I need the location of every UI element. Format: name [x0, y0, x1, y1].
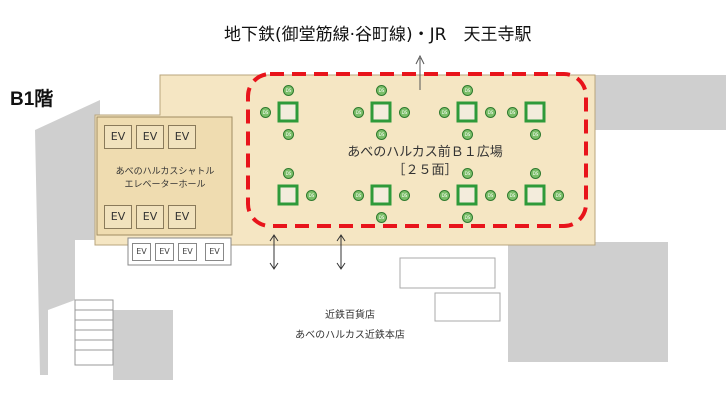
- digital-signage-marker: DS: [462, 85, 473, 96]
- digital-signage-marker: DS: [485, 190, 496, 201]
- digital-signage-marker: DS: [485, 107, 496, 118]
- elevator: EV: [136, 125, 164, 149]
- signage-kiosk: [277, 101, 299, 123]
- plaza-face-count: ［２５面］: [392, 163, 458, 178]
- elevator: EV: [205, 243, 224, 261]
- digital-signage-marker: DS: [462, 129, 473, 140]
- signage-kiosk: [370, 101, 392, 123]
- digital-signage-marker: DS: [283, 168, 294, 179]
- signage-kiosk: [370, 184, 392, 206]
- escalators: [399, 257, 501, 322]
- digital-signage-marker: DS: [399, 107, 410, 118]
- digital-signage-marker: DS: [462, 212, 473, 223]
- digital-signage-marker: DS: [399, 190, 410, 201]
- digital-signage-marker: DS: [439, 107, 450, 118]
- station-title: 地下鉄(御堂筋線·谷町線)・JR 天王寺駅: [224, 25, 532, 45]
- signage-kiosk: [524, 101, 546, 123]
- plaza-name: あべのハルカス前Ｂ１広場: [347, 145, 503, 160]
- building-left: [35, 100, 100, 375]
- digital-signage-marker: DS: [283, 85, 294, 96]
- stairs: [74, 299, 114, 366]
- floor-label: B1階: [10, 89, 54, 110]
- digital-signage-marker: DS: [462, 168, 473, 179]
- digital-signage-marker: DS: [306, 190, 317, 201]
- store-label-1: 近鉄百貨店: [325, 310, 375, 321]
- elevator: EV: [132, 243, 151, 261]
- signage-kiosk: [277, 184, 299, 206]
- digital-signage-marker: DS: [530, 129, 541, 140]
- elevator: EV: [104, 205, 132, 229]
- digital-signage-marker: DS: [507, 107, 518, 118]
- digital-signage-marker: DS: [553, 190, 564, 201]
- building-right: [508, 242, 668, 362]
- digital-signage-marker: DS: [439, 190, 450, 201]
- digital-signage-marker: DS: [260, 107, 271, 118]
- digital-signage-marker: DS: [530, 168, 541, 179]
- signage-kiosk: [524, 184, 546, 206]
- digital-signage-marker: DS: [353, 107, 364, 118]
- elevator: EV: [168, 205, 196, 229]
- building-right-top: [595, 75, 726, 130]
- signage-kiosk: [456, 184, 478, 206]
- building-left-lower: [113, 310, 173, 380]
- digital-signage-marker: DS: [376, 212, 387, 223]
- digital-signage-marker: DS: [283, 129, 294, 140]
- north-arrow: [415, 54, 425, 90]
- digital-signage-marker: DS: [507, 190, 518, 201]
- elevator: EV: [104, 125, 132, 149]
- elevator: EV: [168, 125, 196, 149]
- digital-signage-marker: DS: [376, 129, 387, 140]
- digital-signage-marker: DS: [376, 85, 387, 96]
- elevator: EV: [136, 205, 164, 229]
- ev-hall-label-1: あべのハルカスシャトル: [115, 167, 215, 177]
- signage-kiosk: [456, 101, 478, 123]
- entrance-arrow-2: [336, 234, 346, 270]
- store-label-2: あべのハルカス近鉄本店: [295, 330, 405, 341]
- elevator: EV: [155, 243, 174, 261]
- digital-signage-marker: DS: [353, 190, 364, 201]
- ev-hall-label-2: エレベーターホール: [124, 180, 206, 190]
- plaza-highlight: [246, 72, 588, 228]
- elevator: EV: [178, 243, 197, 261]
- entrance-arrow-1: [269, 234, 279, 270]
